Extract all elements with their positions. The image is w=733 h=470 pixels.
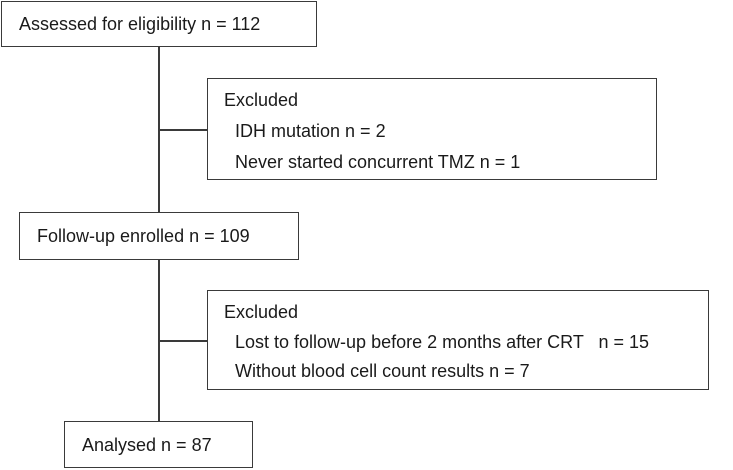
excluded-title-2: Excluded (224, 302, 299, 322)
excluded-box-1: Excluded IDH mutation n = 2 Never starte… (207, 78, 657, 180)
enrolled-text: Follow-up enrolled n = 109 (37, 226, 250, 246)
assessed-text: Assessed for eligibility n = 112 (19, 14, 261, 34)
analysed-box: Analysed n = 87 (64, 421, 253, 468)
excluded-title-1: Excluded (224, 90, 299, 110)
analysed-text: Analysed n = 87 (82, 434, 212, 455)
connector-branch-excluded-2 (158, 340, 208, 342)
enrolled-box: Follow-up enrolled n = 109 (19, 212, 299, 260)
excluded-item-idh-mutation: IDH mutation n = 2 (235, 121, 386, 141)
connector-branch-excluded-1 (158, 129, 208, 131)
assessed-box: Assessed for eligibility n = 112 (1, 1, 317, 47)
excluded-item-never-started-tmz: Never started concurrent TMZ n = 1 (235, 152, 521, 172)
excluded-item-without-blood-count: Without blood cell count results n = 7 (235, 361, 530, 381)
excluded-box-2: Excluded Lost to follow-up before 2 mont… (207, 290, 709, 390)
excluded-item-lost-to-follow-up: Lost to follow-up before 2 months after … (235, 332, 650, 352)
